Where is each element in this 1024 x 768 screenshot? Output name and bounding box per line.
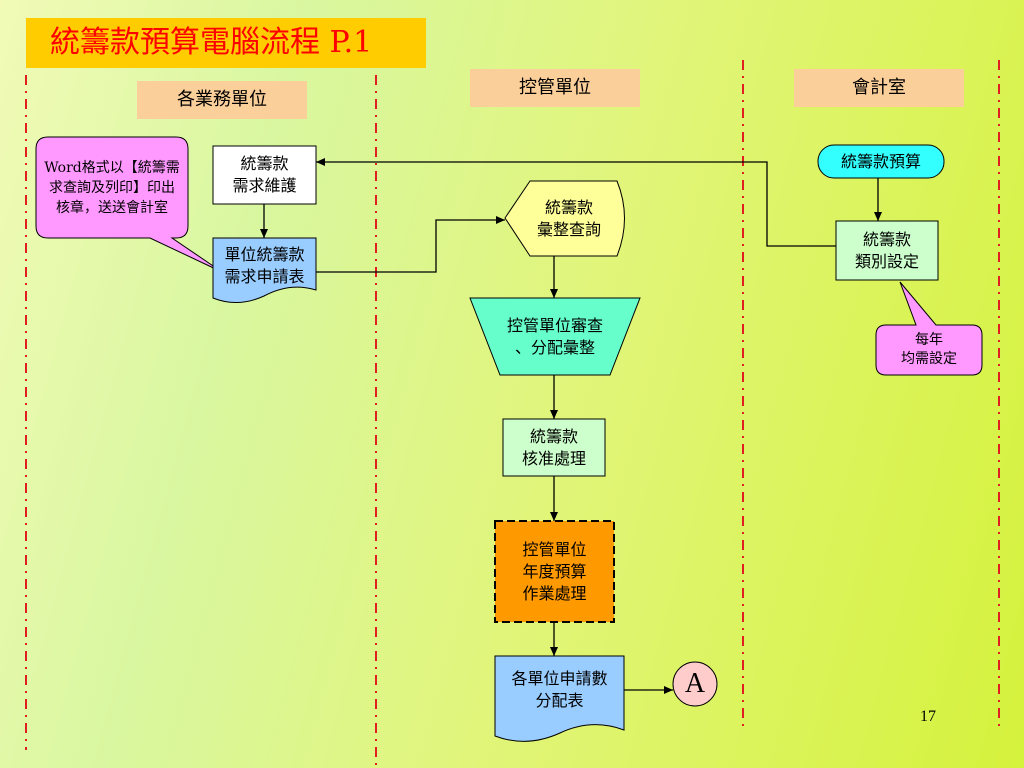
lane-header-accounting: 會計室 bbox=[794, 69, 964, 107]
alloc-table-document-shape bbox=[494, 655, 625, 742]
slide-title: 統籌款預算電腦流程 P.1 bbox=[26, 18, 426, 68]
alloc-table-label: 各單位申請數 分配表 bbox=[511, 669, 608, 710]
approve-process-shape bbox=[502, 418, 606, 477]
budget-start-label: 統籌款預算 bbox=[840, 151, 921, 171]
annual-process-shape bbox=[494, 520, 615, 623]
query-label: 統籌款 彙整查詢 bbox=[536, 197, 601, 239]
arrow-form-to-query bbox=[316, 216, 505, 273]
word-note-label: Word格式以【統籌需求查詢及列印】印出核章，送送會計室 bbox=[44, 160, 180, 216]
lane-header-business-units: 各業務單位 bbox=[137, 81, 307, 119]
word-note-callout-shape bbox=[35, 136, 223, 273]
approve-label: 統籌款 核准處理 bbox=[521, 426, 586, 468]
yearly-note-label: 每年 均需設定 bbox=[901, 332, 957, 367]
maintain-process-shape bbox=[212, 145, 317, 205]
review-manual-op-shape bbox=[469, 297, 641, 376]
apply-form-label: 單位統籌款 需求申請表 bbox=[224, 245, 305, 286]
annual-label: 控管單位 年度預算 作業處理 bbox=[522, 539, 587, 603]
review-label: 控管單位審查 、分配彙整 bbox=[506, 315, 603, 357]
category-process-shape bbox=[835, 220, 939, 281]
page-number: 17 bbox=[920, 708, 936, 725]
arrow-category-to-maintain bbox=[316, 158, 836, 247]
yearly-note-callout-shape bbox=[875, 281, 983, 376]
budget-start-terminal-shape bbox=[817, 144, 945, 179]
lane-header-control-unit: 控管單位 bbox=[470, 69, 640, 107]
connector-a-label: A bbox=[684, 668, 706, 699]
maintain-label: 統籌款 需求維護 bbox=[232, 154, 297, 195]
query-display-shape bbox=[504, 180, 625, 257]
category-label: 統籌款 類別設定 bbox=[854, 229, 919, 271]
apply-form-document-shape bbox=[212, 237, 317, 303]
connector-a-shape bbox=[672, 661, 718, 707]
